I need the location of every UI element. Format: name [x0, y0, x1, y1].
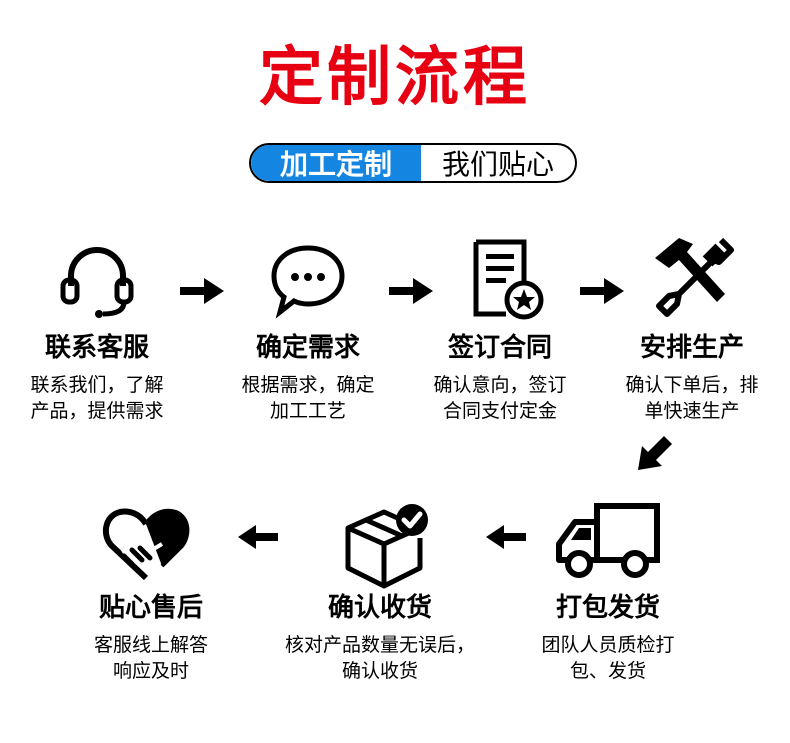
package-box-check-icon	[345, 504, 428, 589]
subtitle-pill: 加工定制 我们贴心	[249, 143, 577, 183]
step-confirm-receipt: 确认收货 核对产品数量无误后， 确认收货	[285, 500, 475, 690]
page-title: 定制流程	[259, 41, 531, 115]
arrow-right-icon	[580, 278, 624, 304]
subtitle-left: 加工定制	[251, 145, 421, 181]
arrow-right-icon	[389, 278, 433, 304]
arrow-right-icon	[180, 278, 224, 304]
arrow-down-left-icon	[638, 436, 672, 470]
hammer-screwdriver-icon	[655, 237, 734, 317]
step-title: 确定需求	[255, 333, 360, 363]
step-pack-ship: 打包发货 团队人员质检打 包、发货	[513, 500, 703, 690]
step-desc-line1: 确认下单后，排	[625, 374, 759, 396]
step-desc-line1: 核对产品数量无误后，	[285, 634, 476, 656]
delivery-truck-icon	[556, 503, 660, 578]
step-desc-line1: 确认意向，签订	[433, 374, 567, 396]
step-title: 打包发货	[555, 593, 660, 623]
step-confirm-requirements: 确定需求 根据需求，确定 加工工艺	[213, 240, 403, 430]
step-title: 确认收货	[327, 593, 432, 623]
step-sign-contract: 签订合同 确认意向，签订 合同支付定金	[405, 239, 595, 430]
chat-bubble-icon	[271, 245, 345, 319]
step-desc-line2: 加工工艺	[269, 400, 346, 422]
step-desc-line2: 包、发货	[569, 660, 646, 682]
step-desc-line1: 客服线上解答	[93, 634, 208, 656]
contract-document-icon	[473, 239, 544, 320]
step-desc-line1: 根据需求，确定	[241, 374, 375, 396]
step-arrange-production: 安排生产 确认下单后，排 单快速生产	[597, 237, 787, 430]
step-contact-service: 联系客服 联系我们，了解 产品，提供需求	[2, 240, 192, 430]
heart-handshake-icon	[102, 508, 190, 581]
step-after-sales: 贴心售后 客服线上解答 响应及时	[56, 500, 246, 690]
subtitle-right: 我们贴心	[441, 148, 554, 181]
step-desc-line2: 单快速生产	[644, 400, 740, 422]
step-desc-line2: 响应及时	[112, 660, 189, 682]
step-desc-line2: 产品，提供需求	[30, 400, 164, 422]
step-title: 安排生产	[639, 333, 744, 363]
arrow-left-icon	[238, 525, 278, 549]
step-desc-line2: 确认收货	[341, 660, 418, 682]
step-desc-line2: 合同支付定金	[442, 400, 557, 422]
arrow-left-icon	[486, 525, 526, 549]
headset-icon	[60, 247, 134, 318]
step-title: 联系客服	[44, 333, 149, 363]
step-title: 贴心售后	[98, 593, 203, 623]
step-desc-line1: 团队人员质检打	[541, 634, 675, 656]
step-title: 签订合同	[447, 333, 552, 363]
step-desc-line1: 联系我们，了解	[30, 374, 164, 396]
